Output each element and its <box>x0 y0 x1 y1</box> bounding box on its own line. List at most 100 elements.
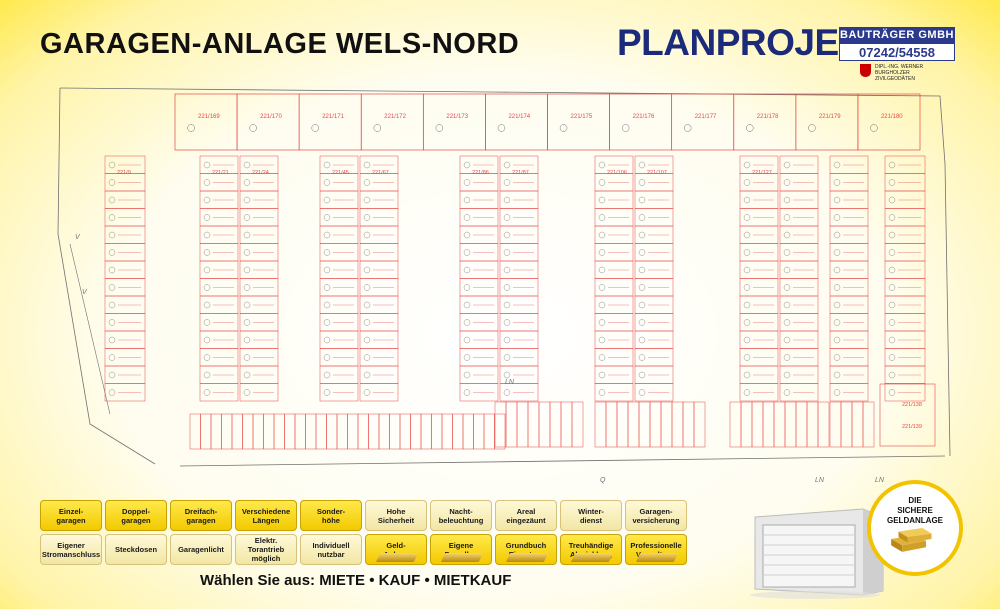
cell-marker <box>108 371 116 379</box>
cell-marker <box>323 336 331 344</box>
cell-marker <box>888 371 896 379</box>
garage-cell <box>884 260 926 279</box>
cell-marker <box>108 284 116 291</box>
cell-marker <box>108 196 116 204</box>
garage-cell <box>239 295 279 314</box>
logo-phone: 07242/54558 <box>839 43 955 61</box>
row-parcel-label: 221/9 <box>117 170 131 176</box>
parcel-marker <box>187 124 195 132</box>
cell-marker <box>743 319 751 326</box>
garage-cell <box>634 225 674 244</box>
cell-marker <box>363 214 371 221</box>
gold-bar-icon <box>635 553 679 562</box>
garage-cell <box>884 383 926 402</box>
logo-surveyor: DIPL.-ING. WERNER BURGHOLZER ZIVILGEODÄT… <box>875 64 955 82</box>
garage-cell <box>739 208 779 227</box>
cell-marker <box>638 371 646 379</box>
bottom-cell <box>347 413 359 450</box>
feature-1-5: Sonder-höhe <box>300 500 362 531</box>
boundary-right <box>944 163 951 457</box>
purchase-options: Wählen Sie aus: MIETE • KAUF • MIETKAUF <box>200 572 512 589</box>
bottom-cell <box>273 413 285 450</box>
cell-marker <box>323 371 331 379</box>
gold-bar-icon <box>505 553 549 562</box>
garage-cell <box>319 278 359 297</box>
garage-cell <box>779 278 819 297</box>
cell-marker <box>203 196 211 204</box>
cell-marker <box>243 266 251 274</box>
bottom-cell <box>326 413 338 450</box>
bottom-block-cell <box>527 401 540 448</box>
cell-marker <box>203 389 211 396</box>
cell-marker <box>833 196 841 204</box>
cell-marker <box>833 354 841 361</box>
row-parcel-label: 221/21 <box>212 170 229 176</box>
cell-marker <box>463 336 471 344</box>
garage-cell <box>884 155 926 174</box>
garage-cell <box>459 348 499 367</box>
garage-cell <box>884 295 926 314</box>
garage-cell <box>239 383 279 402</box>
cell-marker <box>203 336 211 344</box>
garage-cell <box>829 260 869 279</box>
garage-cell <box>634 313 674 332</box>
bottom-block-cell <box>751 401 764 448</box>
cell-marker <box>108 301 116 309</box>
garage-cell <box>594 173 634 192</box>
garage-cell <box>499 190 539 209</box>
garage-cell <box>594 208 634 227</box>
garage-cell <box>779 365 819 384</box>
feature-label: Steckdosen <box>114 545 158 554</box>
garage-cell <box>884 330 926 349</box>
garage-cell <box>829 278 869 297</box>
garage-cell <box>199 243 239 262</box>
bottom-parcel-label: 221/139 <box>902 424 922 430</box>
feature-1-7: Nacht-beleuchtung <box>430 500 492 531</box>
bottom-block-cell <box>795 401 808 448</box>
cell-marker <box>363 249 371 256</box>
garage-cell <box>239 365 279 384</box>
garage-cell <box>594 278 634 297</box>
cell-marker <box>743 249 751 256</box>
cell-marker <box>463 301 471 309</box>
cell-marker <box>783 179 791 186</box>
garage-cell <box>104 348 146 367</box>
garage-cell <box>634 365 674 384</box>
feature-2-3: Garagenlicht <box>170 534 232 565</box>
cell-marker <box>598 249 606 256</box>
cell-marker <box>503 336 511 344</box>
garage-cell <box>199 383 239 402</box>
cell-marker <box>503 301 511 309</box>
garage-cell <box>319 330 359 349</box>
garage-cell <box>779 383 819 402</box>
top-parcel <box>795 93 859 151</box>
cell-marker <box>503 266 511 274</box>
cell-marker <box>638 354 646 361</box>
cell-marker <box>743 371 751 379</box>
cell-marker <box>363 354 371 361</box>
parcel-marker <box>497 124 506 132</box>
top-parcel <box>485 93 548 151</box>
bottom-block-cell <box>660 401 673 448</box>
garage-cell <box>319 225 359 244</box>
feature-1-10: Garagen-versicherung <box>625 500 687 531</box>
bottom-cell <box>494 413 506 450</box>
garage-cell <box>884 173 926 192</box>
garage-cell <box>499 278 539 297</box>
garage-cell <box>359 190 399 209</box>
garage-cell <box>594 383 634 402</box>
bottom-block-cell <box>693 401 706 448</box>
bottom-cell <box>189 413 201 450</box>
garage-cell <box>884 348 926 367</box>
garage-cell <box>239 278 279 297</box>
cell-marker <box>108 389 116 396</box>
garage-cell <box>739 330 779 349</box>
cell-marker <box>503 196 511 204</box>
cell-marker <box>243 319 251 326</box>
cell-marker <box>463 354 471 361</box>
bottom-block-cell <box>571 401 584 448</box>
top-parcel <box>236 93 300 151</box>
feature-label: Doppel-garagen <box>121 506 151 525</box>
cell-marker <box>363 284 371 291</box>
